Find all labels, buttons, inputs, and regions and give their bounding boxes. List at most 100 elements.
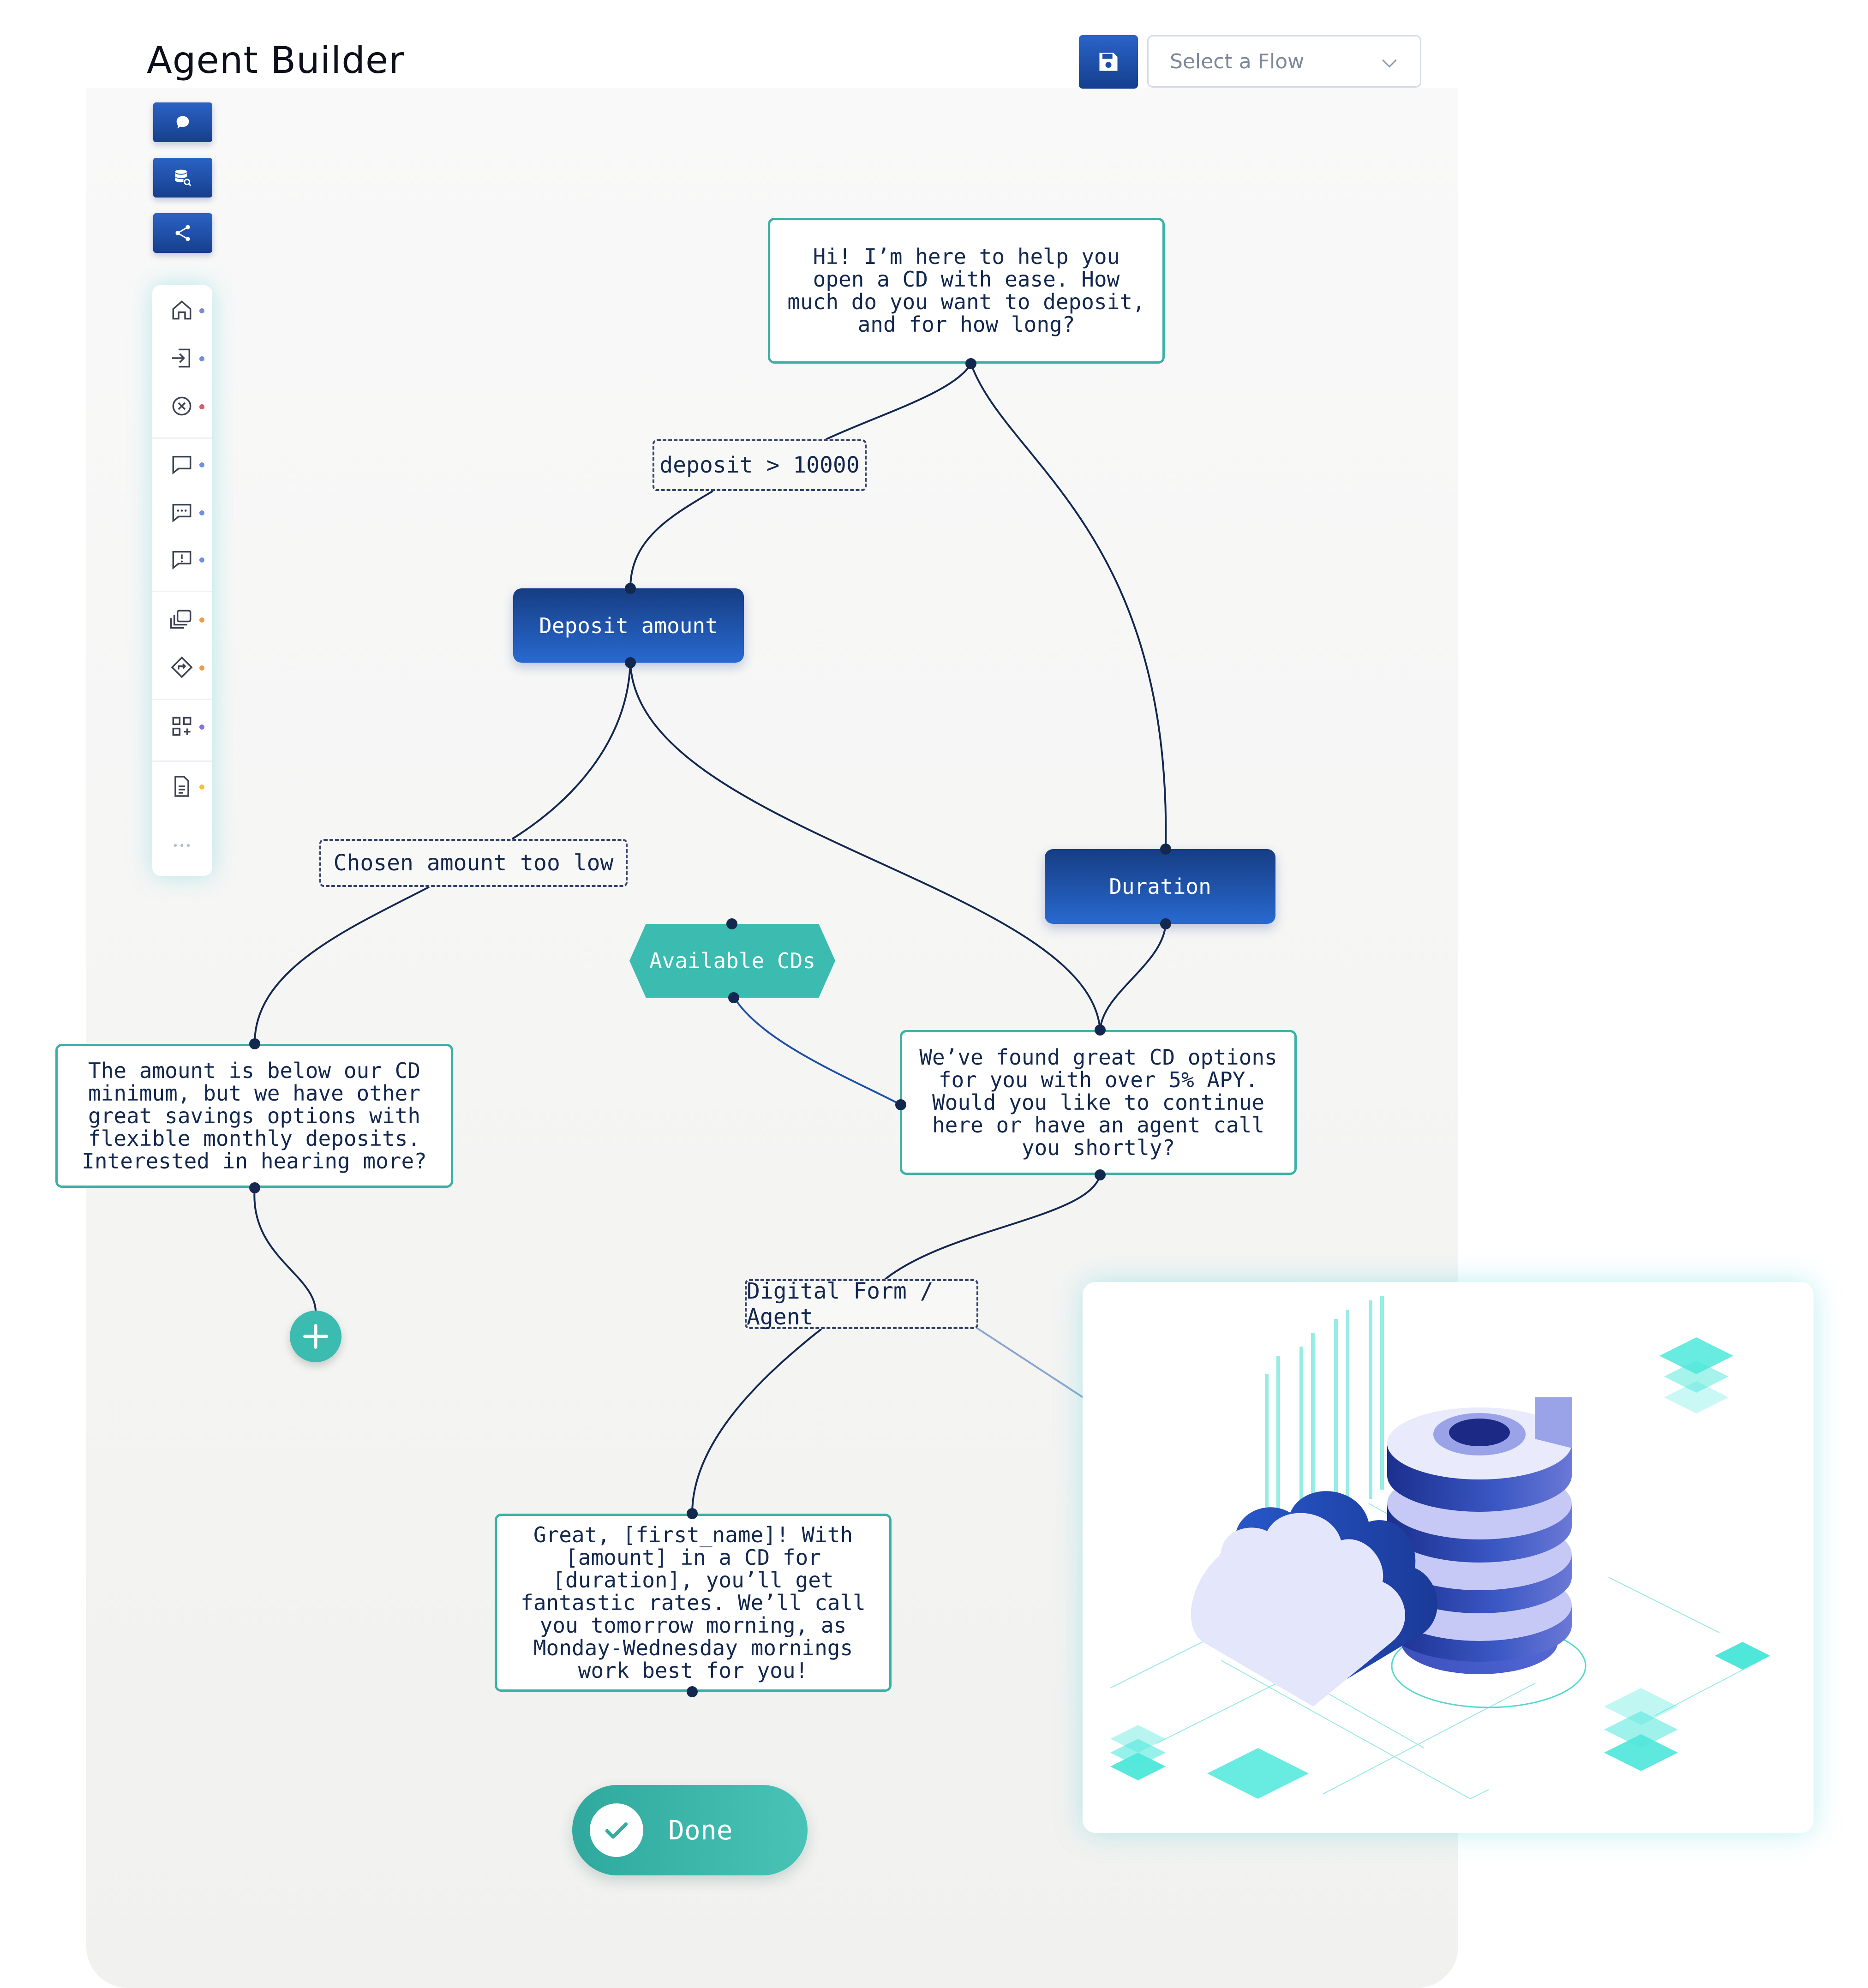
share-nodes-icon [175, 225, 190, 241]
toolbar-database-button[interactable] [153, 158, 212, 198]
cloud-database-illustration [1083, 1282, 1814, 1833]
palette-dot [199, 404, 204, 409]
node-port[interactable] [1160, 844, 1171, 855]
toolbar-chat-button[interactable] [153, 102, 212, 142]
palette-item-direction[interactable] [169, 654, 195, 680]
done-button[interactable]: Done [572, 1785, 808, 1875]
chevron-down-icon [1382, 59, 1397, 68]
edge-deposit-amount-to-found-options [629, 662, 1101, 1030]
message-icon [172, 455, 192, 475]
greeting-message-node[interactable]: Hi! I’m here to help you open a CD with … [768, 218, 1165, 364]
confirmation-message-node[interactable]: Great, [first_name]! With [amount] in a … [495, 1514, 892, 1692]
palette-dot [199, 308, 204, 313]
grid-add-icon [172, 717, 192, 736]
cloud-database-illustration-art [1110, 1296, 1770, 1800]
palette-dot [199, 725, 204, 730]
node-port[interactable] [249, 1182, 260, 1193]
palette-item-gallery[interactable] [169, 606, 195, 632]
edge-deposit-amount-to-too-low [511, 662, 631, 840]
duration-node[interactable]: Duration [1045, 849, 1275, 924]
palette-item-login[interactable] [169, 345, 195, 371]
deposit-amount-node[interactable]: Deposit amount [513, 588, 744, 663]
palette-item-document[interactable] [169, 773, 195, 799]
more-icon [174, 844, 190, 847]
gallery-icon [170, 610, 192, 629]
database-search-icon [175, 169, 192, 186]
edge-found-options-to-digital-condition [884, 1174, 1101, 1280]
flow-select-placeholder: Select a Flow [1170, 49, 1305, 73]
palette-dot [199, 356, 204, 361]
condition-deposit-node[interactable]: deposit > 10000 [653, 439, 867, 491]
duration-label: Duration [1109, 874, 1211, 899]
node-port[interactable] [687, 1508, 698, 1519]
home-icon [172, 300, 192, 320]
save-button[interactable] [1079, 35, 1138, 89]
condition-digital-agent-label: Digital Form / Agent [747, 1278, 934, 1330]
node-port[interactable] [965, 358, 976, 369]
node-port[interactable] [895, 1099, 906, 1110]
edge-available-to-found-options [733, 996, 901, 1106]
node-port[interactable] [726, 918, 737, 929]
toolbar-share-button[interactable] [153, 213, 212, 253]
found-options-message-node[interactable]: We’ve found great CD options for you wit… [900, 1030, 1297, 1175]
edge-greeting-to-deposit-condition [826, 363, 972, 440]
add-node-button[interactable] [290, 1311, 341, 1362]
condition-too-low-label: Chosen amount too low [333, 850, 614, 876]
palette-item-grid-add[interactable] [169, 713, 195, 739]
direction-icon [171, 656, 193, 678]
node-port[interactable] [728, 992, 739, 1003]
palette-item-more[interactable] [169, 832, 195, 858]
chat-bubble-icon [176, 116, 189, 129]
node-port[interactable] [1095, 1024, 1106, 1036]
available-cds-label: Available CDs [649, 948, 816, 973]
palette-item-close[interactable] [169, 393, 195, 419]
palette-separator [152, 699, 212, 700]
close-circle-icon [172, 396, 192, 416]
edge-too-low-to-below-minimum [253, 886, 430, 1044]
below-minimum-message-text: The amount is below our CD minimum, but … [82, 1058, 427, 1174]
available-cds-node[interactable]: Available CDs [629, 924, 835, 998]
done-label: Done [668, 1814, 733, 1846]
node-port[interactable] [625, 657, 636, 668]
edge-duration-to-found-options [1099, 923, 1167, 1030]
node-palette [152, 285, 212, 876]
message-dots-icon [172, 503, 192, 523]
palette-dot [199, 617, 204, 623]
document-icon [174, 776, 189, 797]
deposit-amount-label: Deposit amount [539, 613, 718, 638]
below-minimum-message-node[interactable]: The amount is below our CD minimum, but … [55, 1044, 453, 1188]
palette-item-message[interactable] [169, 451, 195, 477]
page-title: Agent Builder [147, 39, 405, 82]
edge-deposit-condition-to-deposit-amount [629, 490, 714, 589]
palette-dot [199, 665, 204, 671]
confirmation-message-text: Great, [first_name]! With [amount] in a … [521, 1522, 866, 1683]
palette-separator [152, 591, 212, 592]
node-port[interactable] [687, 1686, 698, 1697]
palette-item-message-alert[interactable] [169, 546, 195, 572]
palette-dot [199, 784, 204, 790]
edge-greeting-to-duration [970, 363, 1167, 850]
condition-too-low-node[interactable]: Chosen amount too low [319, 839, 628, 887]
save-icon [1099, 53, 1118, 71]
flow-select[interactable]: Select a Flow [1147, 35, 1421, 88]
edge-digital-condition-to-confirmation [691, 1328, 822, 1514]
check-circle-icon [590, 1803, 643, 1857]
palette-dot [199, 557, 204, 563]
found-options-message-text: We’ve found great CD options for you wit… [919, 1044, 1277, 1160]
node-port[interactable] [1095, 1169, 1106, 1180]
palette-item-message-dots[interactable] [169, 499, 195, 525]
node-port[interactable] [249, 1038, 260, 1049]
login-icon [172, 348, 191, 368]
palette-item-home[interactable] [169, 297, 195, 323]
plus-icon [303, 1324, 328, 1349]
node-port[interactable] [1160, 918, 1171, 929]
condition-digital-agent-node[interactable]: Digital Form / Agent [745, 1278, 978, 1330]
palette-dot [199, 510, 204, 515]
condition-deposit-label: deposit > 10000 [659, 452, 860, 478]
palette-separator [152, 760, 212, 762]
message-alert-icon [172, 551, 192, 570]
palette-dot [199, 462, 204, 467]
palette-separator [152, 437, 212, 439]
edge-below-minimum-to-add [253, 1187, 317, 1311]
node-port[interactable] [625, 583, 636, 594]
